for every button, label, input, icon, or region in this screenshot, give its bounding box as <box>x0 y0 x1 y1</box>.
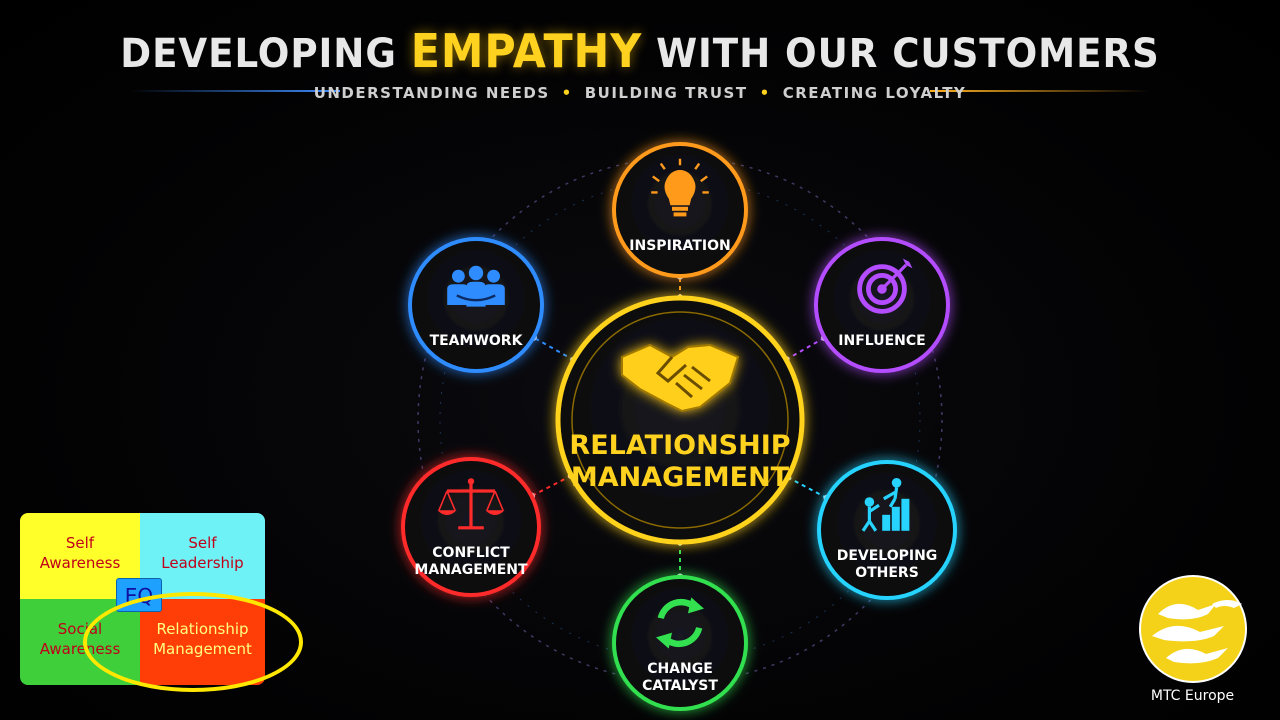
highlight-ellipse <box>83 592 303 692</box>
page-title: DEVELOPING EMPATHY WITH OUR CUSTOMERS <box>45 24 1235 78</box>
scales-icon <box>437 478 505 530</box>
quadrant-self-leadership: Self Leadership <box>140 513 265 599</box>
title-post: WITH OUR CUSTOMERS <box>642 31 1160 77</box>
subtitle-item-2: BUILDING TRUST <box>584 84 748 102</box>
node-label: DEVELOPING <box>837 548 938 564</box>
connector-influence <box>785 336 826 361</box>
lightbulb-icon <box>651 158 709 217</box>
target-icon <box>857 258 913 314</box>
subtitle-row: UNDERSTANDING NEEDS•BUILDING TRUST•CREAT… <box>0 82 1280 104</box>
node-label: INSPIRATION <box>629 238 730 254</box>
node-label: CONFLICT <box>432 545 510 561</box>
node-label: MANAGEMENT <box>414 562 528 578</box>
flying-geese-icon <box>1139 575 1247 683</box>
connector-conflict-management <box>531 474 572 497</box>
center-glow-ring <box>555 295 805 545</box>
node-label: TEAMWORK <box>430 333 524 349</box>
quadrant-self-awareness: Self Awareness <box>20 513 140 599</box>
node-label: CHANGE <box>647 661 713 677</box>
subtitle-rule-right <box>930 90 1150 92</box>
climbing-steps-icon <box>861 478 910 532</box>
quadrant-label: Leadership <box>161 554 244 572</box>
title-pre: DEVELOPING <box>120 31 411 77</box>
center-node: RELATIONSHIP MANAGEMENT <box>555 295 805 545</box>
connector-developing-others <box>787 476 828 499</box>
center-label-line1: RELATIONSHIP <box>569 430 790 461</box>
center-label-line2: MANAGEMENT <box>571 462 790 493</box>
node-label: OTHERS <box>855 565 919 581</box>
node-label: CATALYST <box>642 678 718 694</box>
subtitle-item-1: UNDERSTANDING NEEDS <box>313 84 550 102</box>
quadrant-label: Awareness <box>39 554 121 572</box>
quadrant-label: Self <box>65 534 95 552</box>
title-emphasis: EMPATHY <box>410 24 643 78</box>
node-inspiration: INSPIRATION <box>612 142 748 278</box>
node-teamwork: TEAMWORK <box>408 237 544 373</box>
connector-teamwork <box>533 336 575 361</box>
subtitle-item-3: CREATING LOYALTY <box>782 84 967 102</box>
center-inner-ring <box>571 311 789 529</box>
quadrant-label: Self <box>188 534 217 552</box>
subtitle-rule-left <box>130 90 340 92</box>
handshake-icon <box>621 343 740 413</box>
node-label: INFLUENCE <box>838 333 925 349</box>
cycle-arrows-icon <box>656 597 704 649</box>
team-icon <box>447 265 505 307</box>
logo-text: MTC Europe <box>1150 688 1235 704</box>
node-influence: INFLUENCE <box>814 237 950 373</box>
subtitle: UNDERSTANDING NEEDS•BUILDING TRUST•CREAT… <box>313 84 967 102</box>
